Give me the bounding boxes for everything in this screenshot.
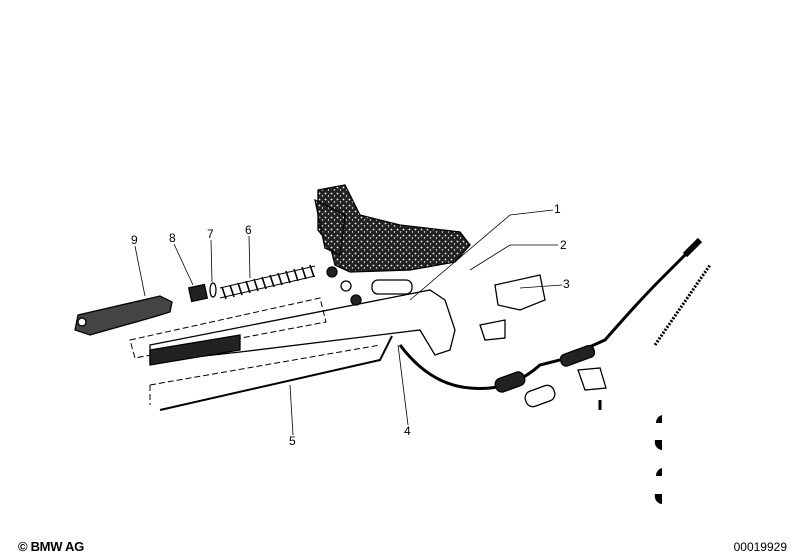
callout-8: 8 <box>169 231 176 245</box>
callout-4: 4 <box>404 424 411 438</box>
callout-3: 3 <box>563 277 570 291</box>
return-spring <box>653 264 712 346</box>
spring <box>219 265 316 299</box>
callout-7: 7 <box>207 227 214 241</box>
bracket <box>494 274 546 311</box>
push-rod <box>159 335 393 411</box>
handle-grip <box>74 295 173 336</box>
copyright: © BMW AG <box>18 539 84 554</box>
callout-9: 9 <box>131 233 138 247</box>
callout-1: 1 <box>554 202 561 216</box>
image-number: 00019929 <box>733 540 787 554</box>
callout-2: 2 <box>560 238 567 252</box>
callout-6: 6 <box>245 223 252 237</box>
callout-5: 5 <box>289 434 296 448</box>
